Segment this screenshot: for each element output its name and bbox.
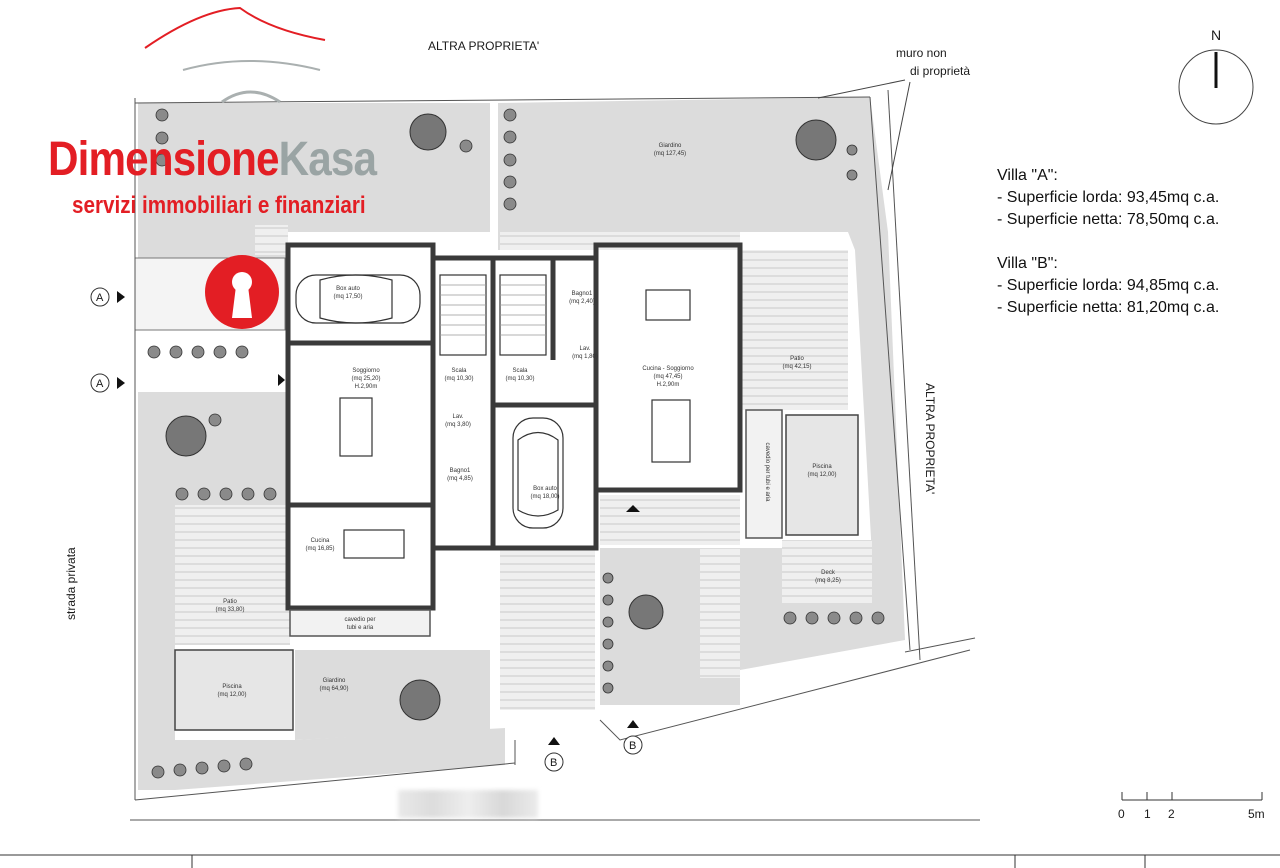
label-lav-a-mq: (mq 3,80)	[445, 422, 471, 428]
label-bagno-a: Bagno1	[450, 468, 471, 474]
label-patio-b-mq: (mq 42,15)	[782, 364, 811, 370]
label-muro-1: muro non	[896, 46, 947, 60]
walls	[285, 242, 743, 611]
label-cavedio-b: cavedio per tubi e aria	[764, 442, 770, 502]
label-patio-a: Patio	[223, 599, 237, 605]
label-altra-proprieta-right: ALTRA PROPRIETA'	[923, 383, 937, 494]
blurred-region	[398, 790, 538, 818]
section-a-bottom: A	[96, 378, 104, 390]
label-strada-privata: strada privata	[64, 547, 78, 620]
pool-a	[174, 649, 294, 731]
muro-leader	[817, 79, 906, 99]
cavedio-a	[289, 609, 431, 637]
label-cucina-b: Cucina - Soggiorno	[642, 366, 694, 372]
label-giardino-b-mq: (mq 127,45)	[654, 151, 686, 157]
label-scala-a: Scala	[451, 368, 467, 374]
patios	[134, 225, 872, 710]
cavedio-b	[745, 409, 783, 539]
label-deck-mq: (mq 8,25)	[815, 578, 841, 584]
label-lav-b-mq: (mq 1,80)	[572, 354, 598, 360]
label-giardino-a: Giardino	[323, 678, 346, 684]
logo-graphic	[144, 6, 326, 329]
title-block	[0, 854, 1280, 868]
label-scala-a-mq: (mq 10,30)	[444, 376, 473, 382]
label-patio-a-mq: (mq 33,80)	[215, 607, 244, 613]
label-piscina-b: Piscina	[812, 464, 832, 470]
label-soggiorno: Soggiorno	[352, 368, 380, 374]
north-label: N	[1211, 27, 1221, 43]
label-lav-a: Lav.	[453, 414, 464, 420]
label-cucina-a-mq: (mq 16,85)	[305, 546, 334, 552]
scale-1: 1	[1144, 807, 1151, 821]
logo-word-kasa: Kasa	[278, 133, 377, 186]
villa-b-netta: - Superficie netta: 81,20mq c.a.	[997, 299, 1220, 316]
scale-5m: 5m	[1248, 807, 1265, 821]
label-soggiorno-h: H.2,90m	[355, 384, 378, 390]
logo-wordmark: DimensioneKasa	[48, 132, 377, 187]
shrubs	[147, 108, 885, 779]
label-giardino-b: Giardino	[659, 143, 682, 149]
north-arrow: N	[1178, 27, 1254, 125]
section-a-top: A	[96, 292, 104, 304]
villa-b-lorda: - Superficie lorda: 94,85mq c.a.	[997, 277, 1220, 294]
label-cavedio-a2: tubi e aria	[347, 625, 374, 631]
villa-info: Villa "A": - Superficie lorda: 93,45mq c…	[997, 165, 1219, 319]
label-cucina-a: Cucina	[311, 538, 330, 544]
label-altra-proprieta-top: ALTRA PROPRIETA'	[428, 39, 539, 53]
scale-2: 2	[1168, 807, 1175, 821]
villa-b-title: Villa "B":	[997, 255, 1058, 272]
label-box-b: Box auto	[533, 486, 557, 492]
logo-word-dimensione: Dimensione	[48, 133, 279, 186]
label-piscina-a: Piscina	[222, 684, 242, 690]
label-cavedio-a1: cavedio per	[344, 617, 375, 623]
section-b-right: B	[629, 740, 636, 752]
boundary-lines	[130, 89, 980, 821]
label-piscina-a-mq: (mq 12,00)	[217, 692, 246, 698]
label-piscina-b-mq: (mq 12,00)	[807, 472, 836, 478]
label-patio-b: Patio	[790, 356, 804, 362]
label-giardino-a-mq: (mq 64,90)	[319, 686, 348, 692]
logo-tagline: servizi immobiliari e finanziari	[72, 192, 366, 219]
label-deck: Deck	[821, 570, 836, 576]
label-bagno-a-mq: (mq 4,85)	[447, 476, 473, 482]
muro-leader-2	[887, 81, 911, 191]
scale-0: 0	[1118, 807, 1125, 821]
label-box-b-mq: (mq 18,00)	[530, 494, 559, 500]
stair-treads	[440, 284, 546, 336]
label-box-a-mq: (mq 17,50)	[333, 294, 362, 300]
label-box-a: Box auto	[336, 286, 360, 292]
gardens	[138, 97, 905, 790]
trees	[165, 113, 837, 721]
villa-a-title: Villa "A":	[997, 167, 1058, 184]
label-cucina-b-mq: (mq 47,45)	[653, 374, 682, 380]
label-soggiorno-mq: (mq 25,20)	[351, 376, 380, 382]
section-markers: A A B B	[90, 287, 643, 772]
section-b-left: B	[550, 757, 557, 769]
label-bagno-b-mq: (mq 2,40)	[569, 299, 595, 305]
villa-a-netta: - Superficie netta: 78,50mq c.a.	[997, 211, 1220, 228]
label-cucina-b-h: H.2,90m	[657, 382, 680, 388]
label-scala-b-mq: (mq 10,30)	[505, 376, 534, 382]
label-muro-2: di proprietà	[910, 64, 970, 78]
villa-a-lorda: - Superficie lorda: 93,45mq c.a.	[997, 189, 1220, 206]
label-scala-b: Scala	[512, 368, 528, 374]
label-lav-b: Lav.	[580, 346, 591, 352]
label-bagno-b: Bagno1	[572, 291, 593, 297]
scale-bar: 0 1 2 5m	[1118, 792, 1265, 821]
pool-b	[785, 414, 859, 536]
